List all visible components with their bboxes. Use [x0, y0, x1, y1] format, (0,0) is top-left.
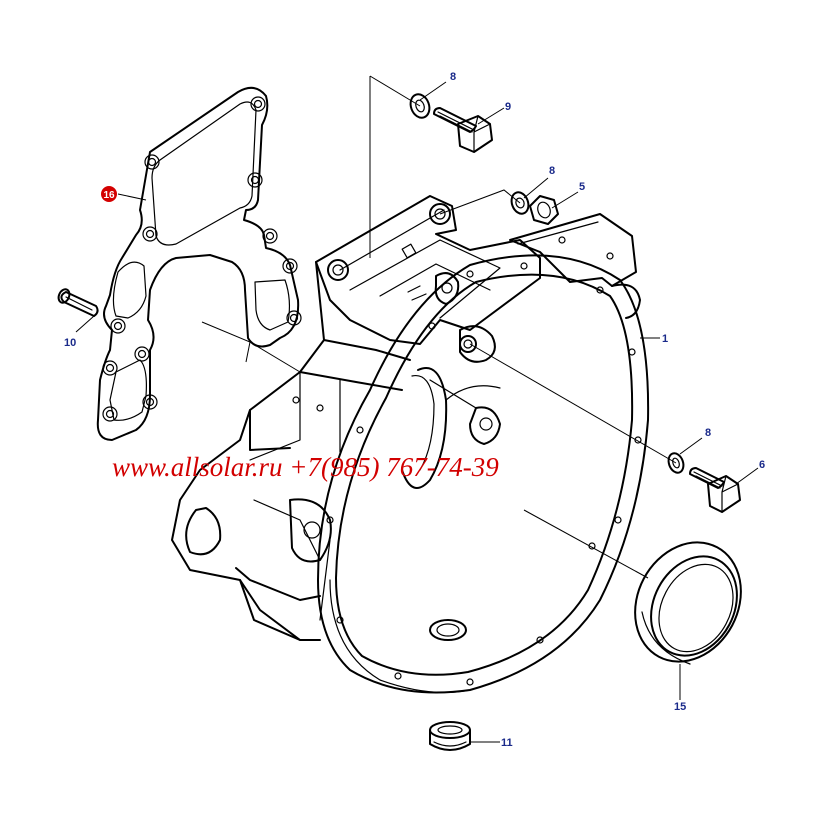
- callout-16: 16: [103, 190, 115, 201]
- nut-part-5[interactable]: [529, 195, 559, 225]
- callout-1: 1: [662, 333, 668, 345]
- callout-8-top: 8: [450, 71, 456, 83]
- callout-8-right: 8: [705, 427, 711, 439]
- callout-6: 6: [759, 459, 765, 471]
- callout-16-badge: 16: [101, 186, 117, 202]
- callout-9: 9: [505, 101, 511, 113]
- dowel-pin-part-10[interactable]: [57, 288, 99, 317]
- bolt-part-9[interactable]: [433, 107, 493, 153]
- washer-part-8-mid[interactable]: [509, 190, 532, 216]
- callout-11: 11: [501, 737, 513, 749]
- plug-part-11[interactable]: [429, 721, 471, 751]
- callout-10: 10: [64, 337, 76, 349]
- bolt-part-6[interactable]: [689, 467, 741, 513]
- callout-15: 15: [674, 701, 686, 713]
- callout-5: 5: [579, 181, 585, 193]
- washer-part-8-top[interactable]: [407, 92, 432, 121]
- callout-8-mid: 8: [549, 165, 555, 177]
- oil-seal-part-15[interactable]: [615, 524, 762, 680]
- leader-lines: [75, 75, 759, 743]
- gasket-part-16[interactable]: [96, 86, 302, 441]
- watermark-text: www.allsolar.ru +7(985) 767-74-39: [112, 452, 499, 482]
- flywheel-housing-part-1[interactable]: [171, 195, 650, 694]
- callout-labels: 1 5 6 8 8 8 9 10 11 15 16: [64, 71, 765, 749]
- washer-part-8-right[interactable]: [666, 451, 686, 475]
